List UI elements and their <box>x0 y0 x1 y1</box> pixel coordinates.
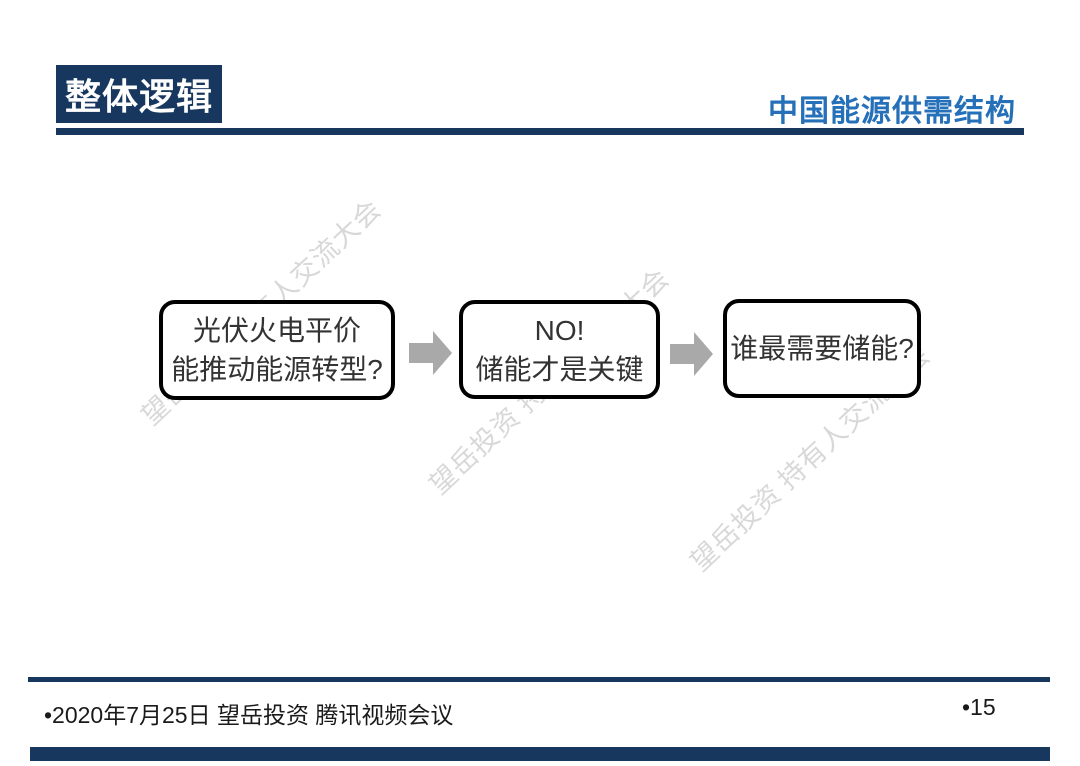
flow-box-2: NO! 储能才是关键 <box>459 300 660 399</box>
right-arrow-icon <box>409 331 452 375</box>
flow-box-2-line-2: 储能才是关键 <box>475 353 644 385</box>
page-number: •15 <box>962 694 996 720</box>
right-arrow-icon <box>670 332 713 376</box>
footer-date-venue: •2020年7月25日 望岳投资 腾讯视频会议 <box>44 702 454 728</box>
flow-box-1-line-2: 能推动能源转型? <box>171 354 383 385</box>
flow-box-1: 光伏火电平价 能推动能源转型? <box>159 300 395 400</box>
header-divider <box>56 128 1024 135</box>
slide-title-box: 整体逻辑 <box>56 65 222 123</box>
slide-title: 整体逻辑 <box>64 76 213 117</box>
footer-divider <box>28 677 1050 682</box>
header-subtitle: 中国能源供需结构 <box>768 95 1016 128</box>
flow-box-2-line-1: NO! <box>534 314 585 346</box>
flow-box-3-line-1: 谁最需要储能? <box>730 333 914 364</box>
flow-box-3: 谁最需要储能? <box>723 299 921 398</box>
flow-box-1-line-1: 光伏火电平价 <box>192 315 361 346</box>
footer-bar <box>30 747 1050 761</box>
